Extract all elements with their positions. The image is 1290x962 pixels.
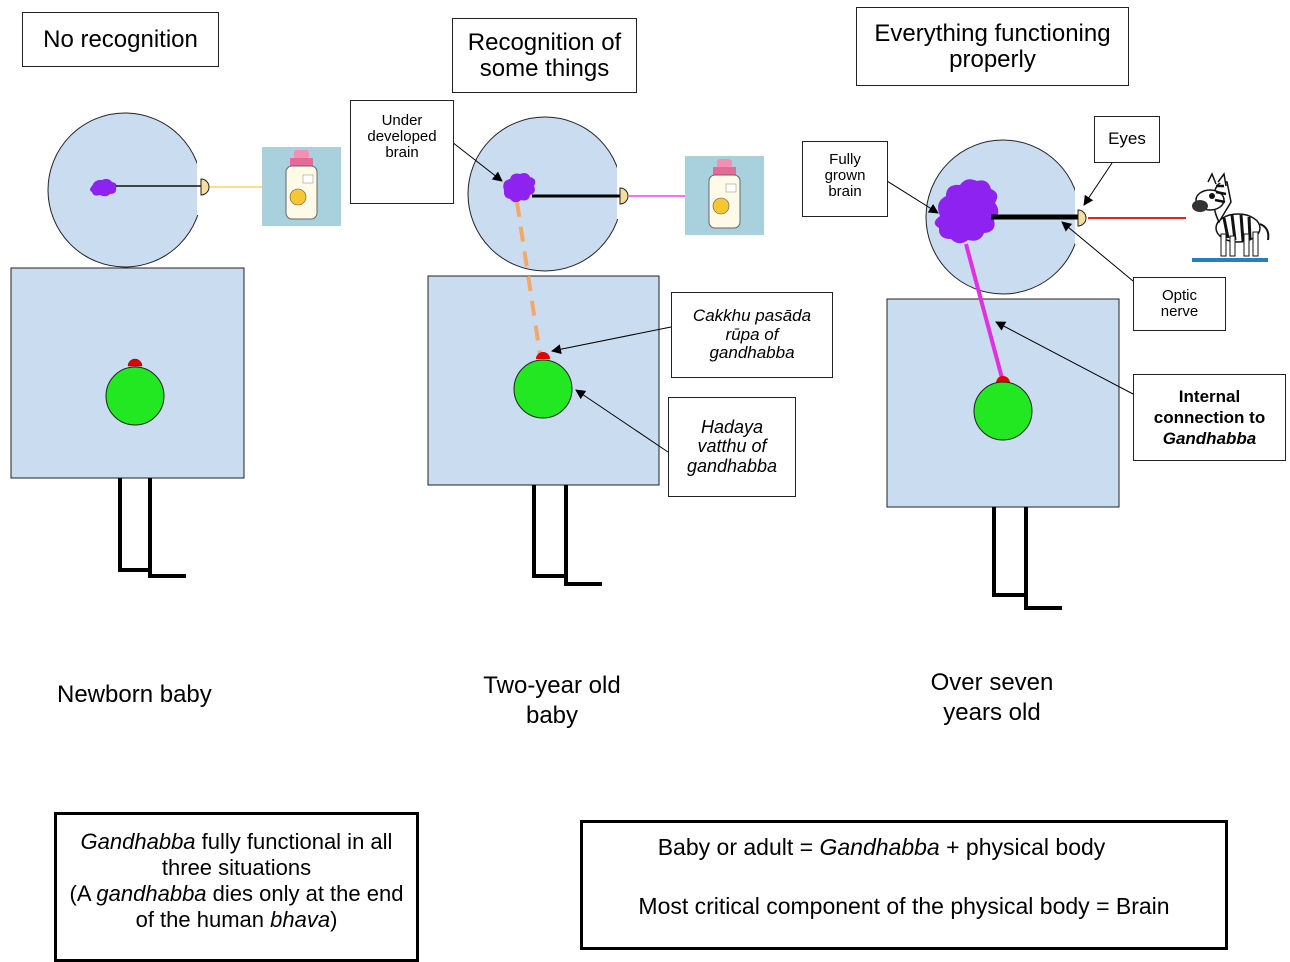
callout-fully-grown-brain: Fully grown brain xyxy=(802,141,888,217)
callout-eyes: Eyes xyxy=(1094,116,1160,163)
arrow-optic-nerve xyxy=(1061,221,1134,282)
brain-seven-year xyxy=(934,179,999,244)
callout-hadaya: Hadaya vatthu of gandhabba xyxy=(668,397,796,497)
title-recognition-some: Recognition of some things xyxy=(452,18,637,93)
callout-optic-nerve: Optic nerve xyxy=(1133,277,1226,331)
brain-newborn xyxy=(90,178,117,197)
callout-arrows xyxy=(451,141,1134,453)
note-w4: gandhabba xyxy=(96,880,207,906)
eye-seven-year xyxy=(1077,209,1087,227)
note-w2: fully functional in all three situations xyxy=(161,829,393,880)
arrow-hadaya xyxy=(575,389,669,453)
title-no-recognition: No recognition xyxy=(22,12,219,67)
caption-seven-year: Over seven years old xyxy=(892,668,1092,728)
head-two-year xyxy=(467,116,623,272)
cakkhu-newborn xyxy=(127,358,143,367)
baby-bottle-icon xyxy=(685,156,764,235)
equation-line2: Most critical component of the physical … xyxy=(638,892,1170,919)
fully-grown-brain-text: Fully grown brain xyxy=(824,151,866,201)
internal-connection-two-year xyxy=(515,201,542,355)
title-newborn-text: No recognition xyxy=(43,25,198,53)
leg-left-newborn xyxy=(118,478,152,572)
title-seven-year-text: Everything functioning properly xyxy=(874,19,1111,73)
heart-two-year xyxy=(513,359,573,419)
figure-seven-year xyxy=(886,139,1186,610)
internal-connection-seven-year xyxy=(964,243,1004,379)
callout-cakkhu: Cakkhu pasāda rūpa of gandhabba xyxy=(671,292,833,378)
note-w7: ) xyxy=(330,906,338,932)
callout-under-developed-brain: Under developed brain xyxy=(350,100,454,204)
arrow-cakkhu xyxy=(551,326,672,355)
note-w5: dies only at the end of the human xyxy=(135,880,404,932)
leg-left-seven-year xyxy=(992,507,1026,597)
note-w6: bhava xyxy=(270,906,331,932)
note-w3: (A xyxy=(69,880,97,906)
caption-newborn-text: Newborn baby xyxy=(57,681,212,708)
internal-connection-line3: Gandhabba xyxy=(1162,429,1257,449)
note-gandhabba-text: Gandhabba fully functional in all three … xyxy=(69,829,404,933)
caption-seven-year-line1: Over seven xyxy=(930,669,1054,696)
zebra-icon xyxy=(1192,172,1270,262)
arrow-fully-grown-brain xyxy=(886,180,939,214)
arrow-internal-connection xyxy=(995,321,1134,395)
note-w1: Gandhabba xyxy=(80,829,196,854)
caption-two-year-line1: Two-year old xyxy=(483,672,621,699)
figure-two-year xyxy=(427,116,686,586)
equation-line1-c: + physical body xyxy=(939,834,1106,860)
leg-right-newborn xyxy=(148,478,186,578)
internal-connection-line1: Internal xyxy=(1178,386,1241,406)
internal-connection-line2: connection to xyxy=(1153,407,1266,427)
title-two-year-text: Recognition of some things xyxy=(467,28,622,82)
arrow-under-developed-brain xyxy=(451,141,503,182)
heart-newborn xyxy=(105,366,165,426)
leg-left-two-year xyxy=(532,485,567,578)
cakkhu-two-year xyxy=(536,352,550,359)
eyes-text: Eyes xyxy=(1108,129,1146,149)
head-newborn xyxy=(47,112,203,268)
equation-line1: Baby or adult = Gandhabba + physical bod… xyxy=(658,835,1106,860)
note-baby-or-adult: Baby or adult = Gandhabba + physical bod… xyxy=(580,820,1228,950)
eye-newborn xyxy=(200,178,210,196)
title-everything-functioning: Everything functioning properly xyxy=(856,7,1129,86)
leg-right-seven-year xyxy=(1024,507,1062,610)
callout-internal-connection: Internal connection to Gandhabba xyxy=(1133,374,1286,461)
eye-two-year xyxy=(619,187,629,205)
hadaya-text: Hadaya vatthu of gandhabba xyxy=(686,416,778,476)
optic-nerve-text: Optic nerve xyxy=(1160,286,1199,320)
baby-bottle-icon xyxy=(262,147,341,226)
caption-two-year-line2: baby xyxy=(525,702,579,729)
caption-newborn: Newborn baby xyxy=(57,681,212,709)
cakkhu-text: Cakkhu pasāda rūpa of gandhabba xyxy=(692,306,812,363)
note-gandhabba-functional: Gandhabba fully functional in all three … xyxy=(54,812,419,962)
leg-right-two-year xyxy=(564,485,602,586)
under-developed-brain-text: Under developed brain xyxy=(367,112,437,162)
heart-seven-year xyxy=(973,381,1033,441)
equation-line1-a: Baby or adult = xyxy=(657,834,820,860)
equation-line1-b: Gandhabba xyxy=(819,834,940,860)
cakkhu-seven-year xyxy=(996,376,1010,383)
caption-two-year: Two-year old baby xyxy=(452,671,652,731)
arrow-eyes xyxy=(1083,162,1113,206)
caption-seven-year-line2: years old xyxy=(943,699,1041,726)
brain-two-year xyxy=(503,173,536,203)
figure-newborn xyxy=(10,112,262,578)
